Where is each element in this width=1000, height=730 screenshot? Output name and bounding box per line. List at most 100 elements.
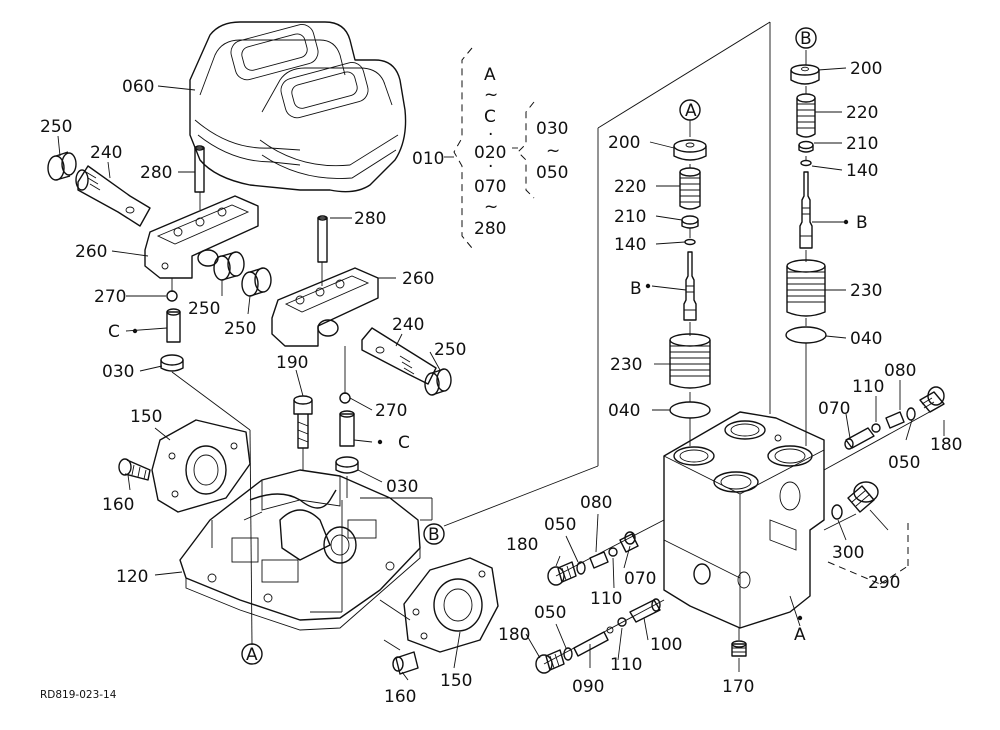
label-040: 040: [850, 329, 882, 349]
label-180: 180: [498, 625, 530, 645]
label-240: 240: [392, 315, 424, 335]
pin-c-b: [339, 410, 355, 447]
label-210: 210: [846, 134, 878, 154]
bracket-150-a: [151, 419, 251, 513]
circle-marker-a-top: [679, 99, 701, 121]
cap-030-a: [160, 354, 184, 372]
label-210: 210: [614, 207, 646, 227]
label-110: 110: [610, 655, 642, 675]
label-260: 260: [402, 269, 434, 289]
retainer-210-a: [681, 215, 699, 229]
block-260-a: [144, 195, 259, 279]
label-070: 070: [624, 569, 656, 589]
bracket-020-line-1: 030: [536, 119, 568, 139]
shaft-240-b: [361, 327, 437, 385]
bushing-250-b: [213, 251, 245, 281]
ball-110-a: [871, 423, 881, 433]
screw-160-b: [392, 651, 419, 675]
bracket-020-line-2: ~: [546, 141, 560, 161]
piston-100: [629, 598, 661, 623]
pin-c-a: [166, 308, 181, 343]
pin-280-a: [194, 145, 205, 193]
label-b: B: [630, 279, 642, 299]
label-180: 180: [506, 535, 538, 555]
label-280: 280: [354, 209, 386, 229]
label-b: B: [428, 525, 440, 545]
piston-070-a: [844, 427, 875, 450]
label-190: 190: [276, 353, 308, 373]
spring-220-a: [679, 167, 701, 210]
piston-070-b: [619, 531, 639, 553]
washer-140-b: [800, 159, 812, 167]
bolt-190: [293, 395, 313, 449]
label-250: 250: [40, 117, 72, 137]
retainer-210-b: [798, 140, 814, 153]
label-150: 150: [440, 671, 472, 691]
label-290: 290: [868, 573, 900, 593]
bracket-010-line-2: ~: [484, 85, 498, 105]
block-260-b: [271, 267, 379, 347]
shaft-240-a: [75, 165, 151, 227]
washer-140-a: [684, 238, 696, 246]
label-110: 110: [852, 377, 884, 397]
label-200: 200: [850, 59, 882, 79]
label-090: 090: [572, 677, 604, 697]
housing-120: [179, 469, 421, 631]
bracket-010-line-7: 070: [474, 177, 506, 197]
bracket-010-line-3: C: [484, 107, 496, 127]
label-a: A: [685, 101, 697, 121]
label-170: 170: [722, 677, 754, 697]
spool-b-a: [683, 251, 697, 321]
label-180: 180: [930, 435, 962, 455]
cover-060: [189, 21, 407, 193]
pin-280-b: [317, 215, 328, 263]
reference-dots: [132, 219, 849, 621]
oring-050-c: [563, 647, 573, 661]
label-070: 070: [818, 399, 850, 419]
plug-180-c: [535, 649, 565, 674]
plug-170: [731, 640, 747, 657]
circle-marker-b-top: [795, 27, 817, 49]
label-220: 220: [614, 177, 646, 197]
label-270: 270: [94, 287, 126, 307]
bushing-250-d: [424, 368, 452, 396]
spool-b-b: [799, 171, 813, 249]
label-250: 250: [434, 340, 466, 360]
label-c: C: [398, 433, 410, 453]
label-260: 260: [75, 242, 107, 262]
label-060: 060: [122, 77, 154, 97]
part-labels: 060 250 240 280 260 270 C 030 250 250 28…: [40, 29, 962, 707]
label-a: A: [246, 645, 258, 665]
label-030: 030: [102, 362, 134, 382]
label-230: 230: [610, 355, 642, 375]
label-270: 270: [375, 401, 407, 421]
label-b: B: [856, 213, 868, 233]
label-140: 140: [846, 161, 878, 181]
label-c: C: [108, 322, 120, 342]
spool-090: [573, 626, 614, 657]
label-200: 200: [608, 133, 640, 153]
plug-290: [847, 481, 879, 513]
ball-270-a: [166, 290, 178, 302]
label-010: 010: [412, 149, 444, 169]
label-100: 100: [650, 635, 682, 655]
drawing-id: RD819-023-14: [40, 689, 117, 701]
plug-180-b: [547, 561, 577, 586]
spring-230-a: [669, 333, 711, 389]
bracket-020-line-3: 050: [536, 163, 568, 183]
circle-marker-a-bottom: [241, 643, 263, 665]
oring-300: [831, 504, 843, 520]
label-160: 160: [102, 495, 134, 515]
cap-200-a: [673, 139, 707, 161]
label-280: 280: [140, 163, 172, 183]
bracket-010-line-5: 020: [474, 143, 506, 163]
bracket-010-line-4: ·: [488, 125, 493, 145]
label-050: 050: [544, 515, 576, 535]
label-080: 080: [884, 361, 916, 381]
group-brackets: [444, 47, 535, 249]
label-140: 140: [614, 235, 646, 255]
label-250: 250: [188, 299, 220, 319]
ball-110-b: [608, 547, 618, 557]
